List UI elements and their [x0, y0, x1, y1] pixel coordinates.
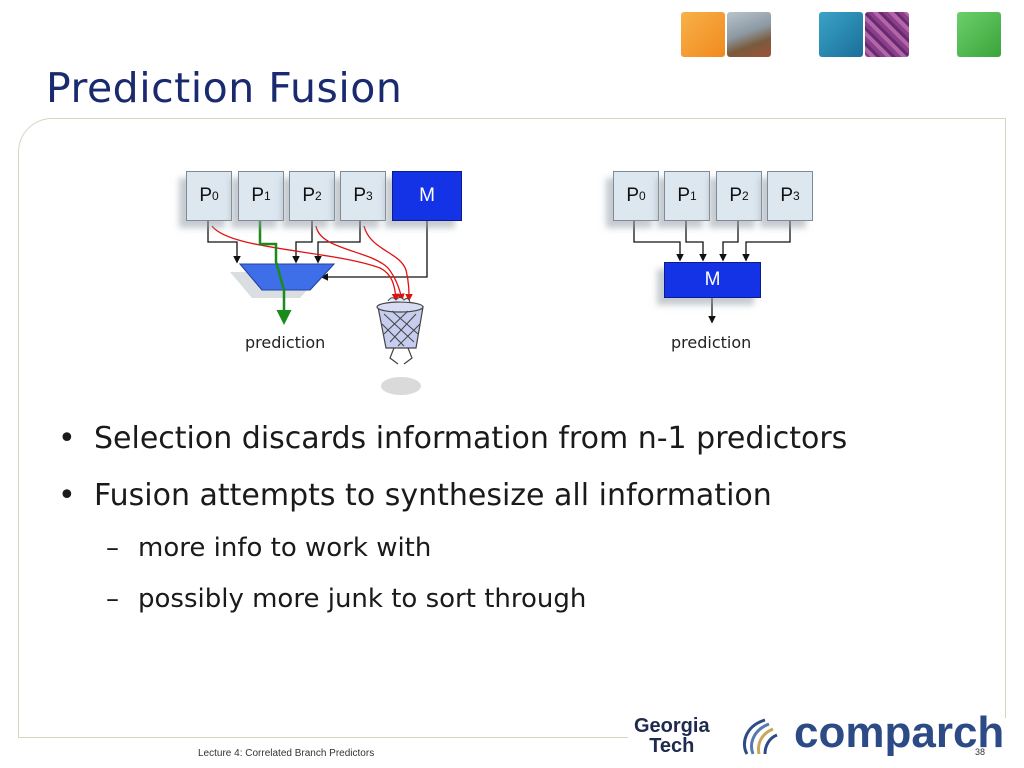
selected-path-p1: [258, 221, 292, 325]
wire-p2-mux: [292, 221, 313, 264]
right-prediction-label: prediction: [671, 333, 752, 352]
page-number: 38: [975, 747, 986, 757]
discard-path-p3: [363, 225, 413, 302]
footer-lecture-title: Lecture 4: Correlated Branch Predictors: [198, 748, 375, 759]
decor-tile-campus-photo: [727, 12, 771, 57]
swirl-logo-icon: [742, 718, 778, 755]
wire-p0-mux: [207, 221, 241, 264]
subbullet-more-info: –more info to work with: [106, 533, 432, 563]
trash-can-icon: [376, 297, 424, 395]
decor-tile-teal: [819, 12, 863, 57]
georgia-tech-logo: Georgia Tech: [634, 715, 710, 757]
fusion-wires: [633, 221, 791, 324]
slide-title: Prediction Fusion: [46, 64, 403, 112]
left-meta-predictor: M: [392, 171, 462, 221]
right-fusion-box: M: [664, 262, 761, 298]
frame-divider: [1005, 118, 1006, 718]
decor-tile-orange: [681, 12, 725, 57]
discard-path-p2: [315, 225, 405, 302]
bullet-selection: •Selection discards information from n-1…: [58, 421, 848, 456]
frame-divider: [18, 737, 628, 738]
decor-tile-green: [957, 12, 1001, 57]
wire-p3-mux: [314, 221, 361, 264]
subbullet-more-junk: –possibly more junk to sort through: [106, 584, 587, 614]
bullet-fusion: •Fusion attempts to synthesize all infor…: [58, 478, 772, 513]
decor-tile-chip-photo: [865, 12, 909, 57]
wire-m-mux-select: [320, 221, 428, 281]
left-prediction-label: prediction: [245, 333, 326, 352]
selection-wires: [207, 221, 428, 395]
discard-path-p0: [211, 225, 400, 302]
content-frame: [18, 118, 1006, 738]
comparch-logo: comparch: [794, 708, 1005, 757]
